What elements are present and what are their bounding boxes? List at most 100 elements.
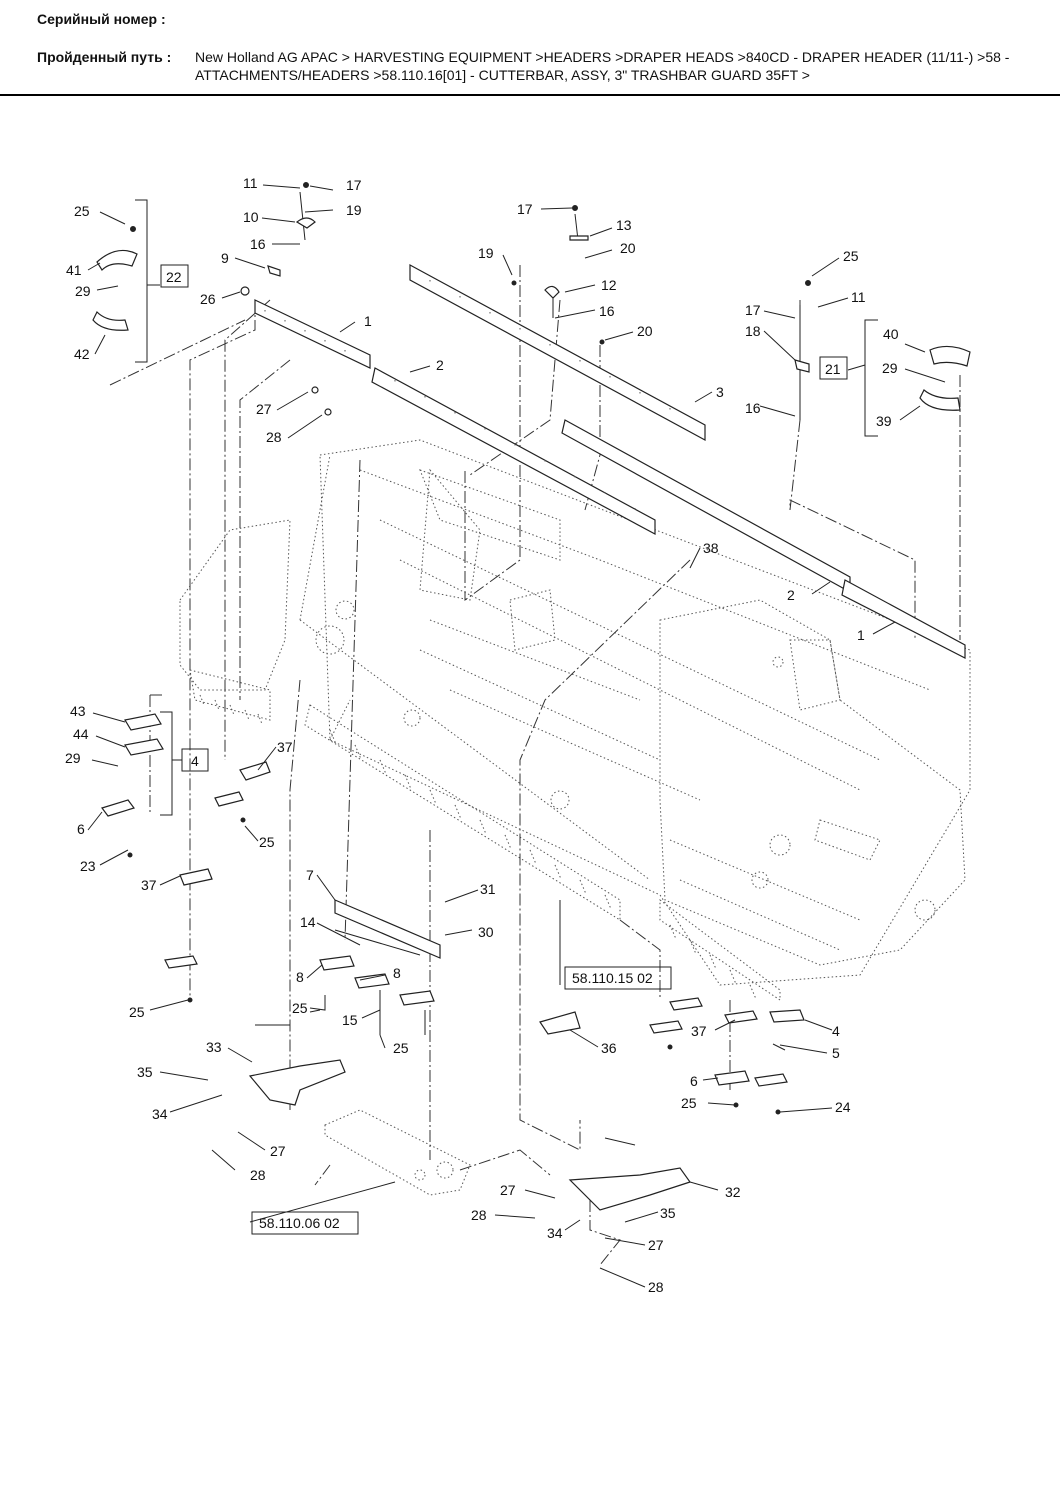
callout-25[interactable]: 25 xyxy=(129,1004,145,1020)
callout-3[interactable]: 3 xyxy=(716,384,724,400)
callout-18[interactable]: 18 xyxy=(745,323,761,339)
callout-20[interactable]: 20 xyxy=(620,240,636,256)
kit-box-4[interactable]: 4 xyxy=(181,748,209,772)
callout-5[interactable]: 5 xyxy=(832,1045,840,1061)
callout-27[interactable]: 27 xyxy=(648,1237,664,1253)
part-39 xyxy=(919,389,961,411)
callout-38[interactable]: 38 xyxy=(703,540,719,556)
callout-16[interactable]: 16 xyxy=(250,236,266,252)
callout-17[interactable]: 17 xyxy=(517,201,533,217)
callout-36[interactable]: 36 xyxy=(601,1040,617,1056)
header-frame-drawing xyxy=(179,439,971,1196)
callout-8[interactable]: 8 xyxy=(296,969,304,985)
part-40 xyxy=(929,345,971,367)
kit-brackets xyxy=(135,199,878,816)
callout-37[interactable]: 37 xyxy=(277,739,293,755)
callout-23[interactable]: 23 xyxy=(80,858,96,874)
breadcrumb-label: Пройденный путь : xyxy=(37,49,172,65)
callout-17[interactable]: 17 xyxy=(346,177,362,193)
callout-44[interactable]: 44 xyxy=(73,726,89,742)
callout-26[interactable]: 26 xyxy=(200,291,216,307)
callout-42[interactable]: 42 xyxy=(74,346,90,362)
callout-1[interactable]: 1 xyxy=(364,313,372,329)
callout-4[interactable]: 4 xyxy=(832,1023,840,1039)
callout-40[interactable]: 40 xyxy=(883,326,899,342)
callout-43[interactable]: 43 xyxy=(70,703,86,719)
part-1-right xyxy=(841,579,966,659)
callout-28[interactable]: 28 xyxy=(266,429,282,445)
kit-box-22[interactable]: 22 xyxy=(160,264,189,288)
callout-37[interactable]: 37 xyxy=(691,1023,707,1039)
reference-label-58-110-15-02[interactable]: 58.110.15 02 xyxy=(572,970,653,986)
kit-box-21-label[interactable]: 21 xyxy=(825,361,841,377)
callout-labels: 11 17 19 10 16 9 26 25 41 29 42 1 27 28 … xyxy=(65,175,899,1295)
callout-27[interactable]: 27 xyxy=(270,1143,286,1159)
callout-16[interactable]: 16 xyxy=(745,400,761,416)
kit-box-22-label[interactable]: 22 xyxy=(166,269,182,285)
callout-29[interactable]: 29 xyxy=(882,360,898,376)
part-44 xyxy=(124,738,164,756)
callout-15[interactable]: 15 xyxy=(342,1012,358,1028)
breadcrumb-path-line-2[interactable]: ATTACHMENTS/HEADERS >58.110.16[01] - CUT… xyxy=(195,67,810,83)
part-32 xyxy=(568,1167,691,1211)
assembly-guide-lines xyxy=(109,265,961,1266)
callout-25[interactable]: 25 xyxy=(74,203,90,219)
callout-37[interactable]: 37 xyxy=(141,877,157,893)
callout-6[interactable]: 6 xyxy=(690,1073,698,1089)
callout-29[interactable]: 29 xyxy=(75,283,91,299)
header-divider xyxy=(0,94,1060,96)
kit-box-4-label[interactable]: 4 xyxy=(191,753,199,769)
part-7 xyxy=(334,899,441,959)
callout-13[interactable]: 13 xyxy=(616,217,632,233)
callout-41[interactable]: 41 xyxy=(66,262,82,278)
callout-28[interactable]: 28 xyxy=(648,1279,664,1295)
callout-11[interactable]: 11 xyxy=(243,175,258,191)
callout-34[interactable]: 34 xyxy=(547,1225,563,1241)
callout-10[interactable]: 10 xyxy=(243,209,259,225)
callout-8[interactable]: 8 xyxy=(393,965,401,981)
callout-28[interactable]: 28 xyxy=(471,1207,487,1223)
callout-25[interactable]: 25 xyxy=(292,1000,308,1016)
callout-6[interactable]: 6 xyxy=(77,821,85,837)
kit-box-21[interactable]: 21 xyxy=(819,356,848,380)
callout-19[interactable]: 19 xyxy=(478,245,494,261)
callout-25[interactable]: 25 xyxy=(259,834,275,850)
callout-2[interactable]: 2 xyxy=(436,357,444,373)
callout-24[interactable]: 24 xyxy=(835,1099,851,1115)
callout-29[interactable]: 29 xyxy=(65,750,81,766)
callout-14[interactable]: 14 xyxy=(300,914,316,930)
leader-lines xyxy=(87,184,946,1288)
callout-11[interactable]: 11 xyxy=(851,289,866,305)
callout-16[interactable]: 16 xyxy=(599,303,615,319)
callout-35[interactable]: 35 xyxy=(660,1205,676,1221)
callout-25[interactable]: 25 xyxy=(843,248,859,264)
callout-39[interactable]: 39 xyxy=(876,413,892,429)
part-33 xyxy=(248,1059,346,1106)
callout-25[interactable]: 25 xyxy=(681,1095,697,1111)
callout-30[interactable]: 30 xyxy=(478,924,494,940)
reference-box-58-110-06-02[interactable]: 58.110.06 02 xyxy=(251,1211,359,1235)
callout-33[interactable]: 33 xyxy=(206,1039,222,1055)
callout-28[interactable]: 28 xyxy=(250,1167,266,1183)
callout-27[interactable]: 27 xyxy=(256,401,272,417)
callout-1[interactable]: 1 xyxy=(857,627,865,643)
breadcrumb-path-line-1[interactable]: New Holland AG APAC > HARVESTING EQUIPME… xyxy=(195,49,1010,65)
callout-27[interactable]: 27 xyxy=(500,1182,516,1198)
callout-32[interactable]: 32 xyxy=(725,1184,741,1200)
callout-34[interactable]: 34 xyxy=(152,1106,168,1122)
callout-12[interactable]: 12 xyxy=(601,277,617,293)
reference-label-58-110-06-02[interactable]: 58.110.06 02 xyxy=(259,1215,340,1231)
callout-9[interactable]: 9 xyxy=(221,250,229,266)
serial-number-label: Серийный номер : xyxy=(37,11,166,27)
reference-box-58-110-15-02[interactable]: 58.110.15 02 xyxy=(564,966,672,990)
callout-2[interactable]: 2 xyxy=(787,587,795,603)
callout-31[interactable]: 31 xyxy=(480,881,496,897)
callout-25[interactable]: 25 xyxy=(393,1040,409,1056)
callout-19[interactable]: 19 xyxy=(346,202,362,218)
callout-17[interactable]: 17 xyxy=(745,302,761,318)
callout-20[interactable]: 20 xyxy=(637,323,653,339)
breadcrumb-path[interactable]: New Holland AG APAC > HARVESTING EQUIPME… xyxy=(195,48,1035,84)
callout-7[interactable]: 7 xyxy=(306,867,314,883)
callout-35[interactable]: 35 xyxy=(137,1064,153,1080)
part-42 xyxy=(92,310,129,331)
